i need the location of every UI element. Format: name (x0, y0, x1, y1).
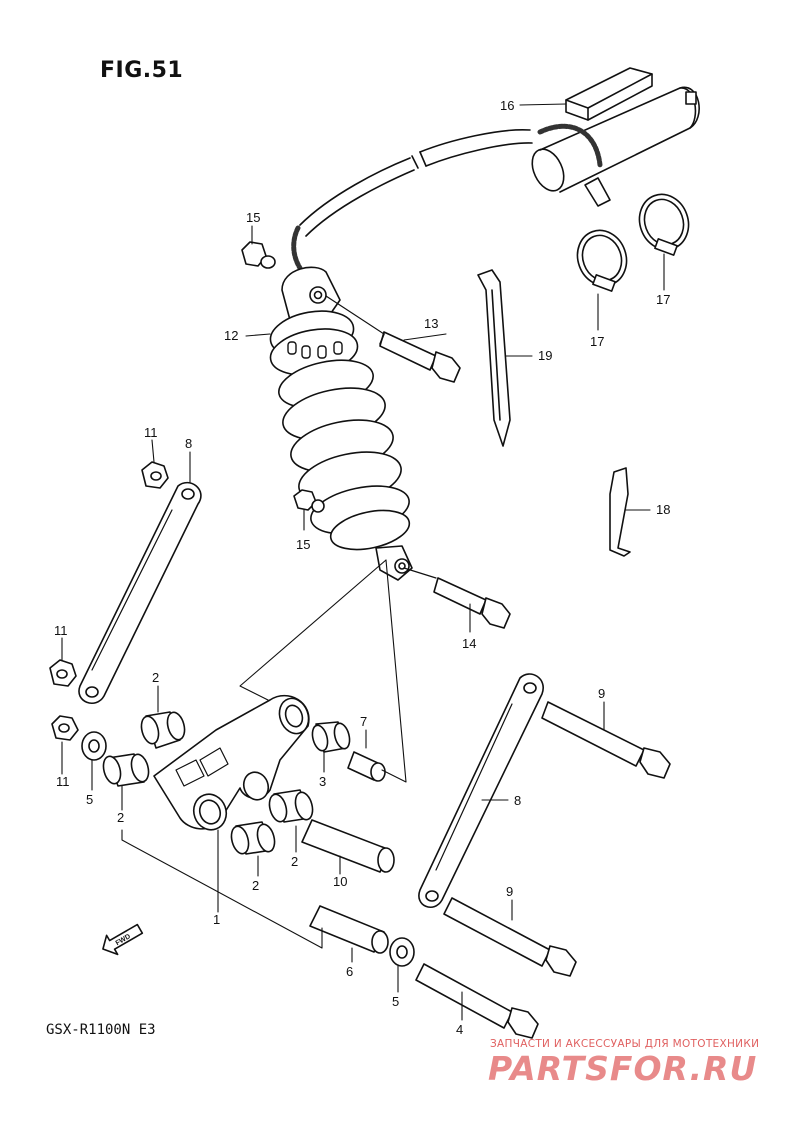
watermark-brand: PARTSFOR.RU (488, 1049, 758, 1088)
callout-15: 15 (296, 537, 310, 552)
fwd-arrow: FWD (102, 923, 144, 956)
callout-11: 11 (144, 425, 158, 440)
watermark-tagline: ЗАПЧАСТИ И АКСЕССУАРЫ ДЛЯ МОТОТЕХНИКИ (490, 1038, 760, 1050)
callout-5: 5 (392, 994, 399, 1009)
callout-18: 18 (656, 502, 670, 517)
model-code: GSX-R1100N E3 (46, 1022, 156, 1038)
callout-8: 8 (514, 793, 521, 808)
callout-2: 2 (117, 810, 124, 825)
callout-14: 14 (462, 636, 476, 651)
reservoir-assembly (291, 67, 700, 271)
callout-8: 8 (185, 436, 192, 451)
cushion-lever (153, 694, 310, 831)
bearings (102, 711, 351, 855)
linkage-bolts (415, 701, 671, 1039)
nuts-15 (241, 241, 325, 513)
leader-lines (61, 103, 665, 1021)
nuts-11 (49, 461, 169, 741)
callout-numbers: 16 15 17 17 12 13 19 11 8 15 18 14 11 2 … (54, 98, 670, 1037)
callout-3: 3 (319, 774, 326, 789)
callout-2: 2 (152, 670, 159, 685)
callout-9: 9 (598, 686, 605, 701)
callout-1: 1 (213, 912, 220, 927)
callout-5: 5 (86, 792, 93, 807)
callout-9: 9 (506, 884, 513, 899)
callout-12: 12 (224, 328, 238, 343)
tie-rod-left (78, 481, 202, 705)
callout-2: 2 (291, 854, 298, 869)
callout-11: 11 (56, 774, 70, 789)
callout-11: 11 (54, 623, 68, 638)
hose-clamps (576, 193, 690, 292)
tie-rod-right (418, 673, 544, 908)
figure-title: FIG.51 (100, 58, 184, 83)
washers-5 (81, 731, 415, 967)
callout-15: 15 (246, 210, 260, 225)
callout-10: 10 (333, 874, 347, 889)
spacers (301, 751, 395, 954)
callout-17: 17 (590, 334, 604, 349)
shock-bolts (325, 295, 511, 629)
callout-17: 17 (656, 292, 670, 307)
callout-6: 6 (346, 964, 353, 979)
rear-shock-absorber (269, 266, 413, 581)
cable-ties (477, 269, 631, 557)
callout-19: 19 (538, 348, 552, 363)
callout-13: 13 (424, 316, 438, 331)
callout-7: 7 (360, 714, 367, 729)
callout-16: 16 (500, 98, 514, 113)
callout-2: 2 (252, 878, 259, 893)
reference-lines (121, 559, 407, 949)
callout-4: 4 (456, 1022, 463, 1037)
